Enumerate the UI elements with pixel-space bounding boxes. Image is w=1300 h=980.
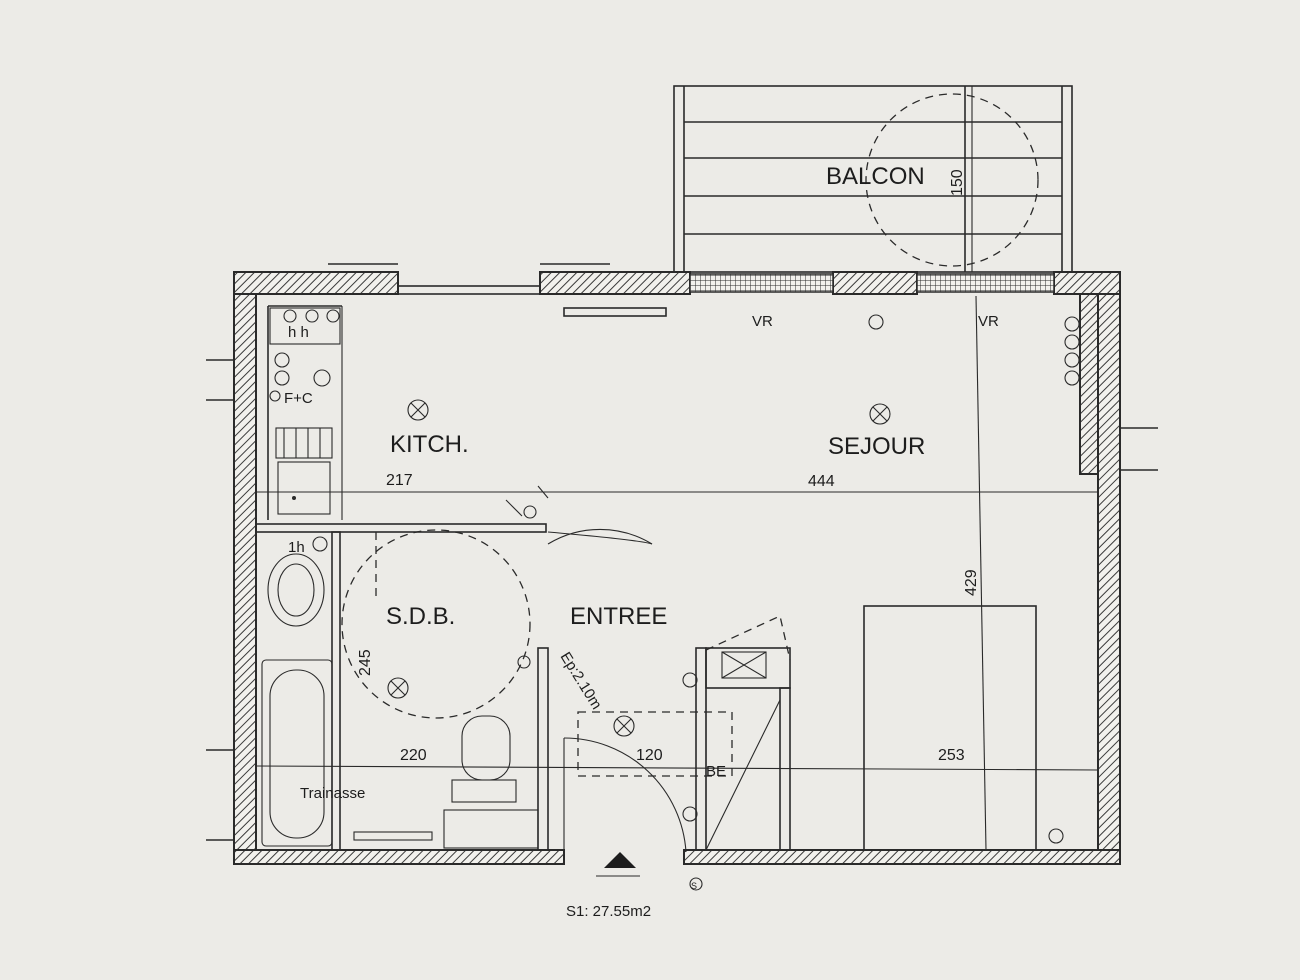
dimension-sdb-height: 245 <box>357 649 374 676</box>
balcony: BALCON 150 <box>673 85 1073 273</box>
dimension-entree-width: 120 <box>636 747 663 764</box>
stair-label: Ep:2.10m <box>557 649 605 712</box>
dimension-sdb-width: 220 <box>400 747 427 764</box>
window-label-vr-left: VR <box>752 313 773 330</box>
interior-partitions <box>255 305 791 851</box>
kitchen-fridge-label: F+C <box>284 390 313 407</box>
window-label-vr-right: VR <box>978 313 999 330</box>
bath-outlet-label: 1h <box>288 539 305 556</box>
dimension-sejour-depth: 429 <box>963 569 980 596</box>
dimension-balcon-depth: 150 <box>949 169 966 196</box>
surface-label: S1: 27.55m2 <box>566 903 651 920</box>
dimension-line-bottom: 220 120 253 <box>255 747 1099 771</box>
be-label: BE <box>706 763 726 780</box>
room-label-balcon: BALCON <box>826 163 925 190</box>
kitchen-equipment: h h F+C <box>269 307 341 515</box>
dimension-line-sejour <box>975 295 987 851</box>
bathtub <box>261 659 333 847</box>
entrance-door-swing <box>563 737 687 853</box>
entrance-arrow <box>604 852 636 868</box>
trainasse-label: Trainasse <box>300 785 365 802</box>
washbasin <box>267 553 325 627</box>
entrance-cupboard <box>577 711 733 777</box>
dimension-bedroom-width: 253 <box>938 747 965 764</box>
dimension-line-top: 217 444 <box>256 472 1098 499</box>
sdb-turning-circle <box>341 529 531 719</box>
hob <box>269 307 341 345</box>
exterior-walls <box>206 263 1158 865</box>
entry-marker-label: S <box>691 881 697 891</box>
bed-block <box>863 605 1037 851</box>
balcony-door-swing <box>865 93 1039 267</box>
toilet <box>461 715 511 781</box>
sejour-outlets <box>868 314 1080 844</box>
room-label-kitchen: KITCH. <box>390 431 469 458</box>
kitchen-hotplates-label: h h <box>288 324 309 341</box>
room-label-sdb: S.D.B. <box>386 603 455 630</box>
bathroom-fixtures: 1h Trainasse 245 <box>261 529 539 849</box>
room-label-entree: ENTREE <box>570 603 667 630</box>
dimension-kitchen-width: 217 <box>386 472 413 489</box>
ceiling-lights <box>387 399 891 737</box>
dimension-sejour-width: 444 <box>808 473 835 490</box>
room-label-sejour: SEJOUR <box>828 433 925 460</box>
kitchen-sink <box>277 461 331 515</box>
